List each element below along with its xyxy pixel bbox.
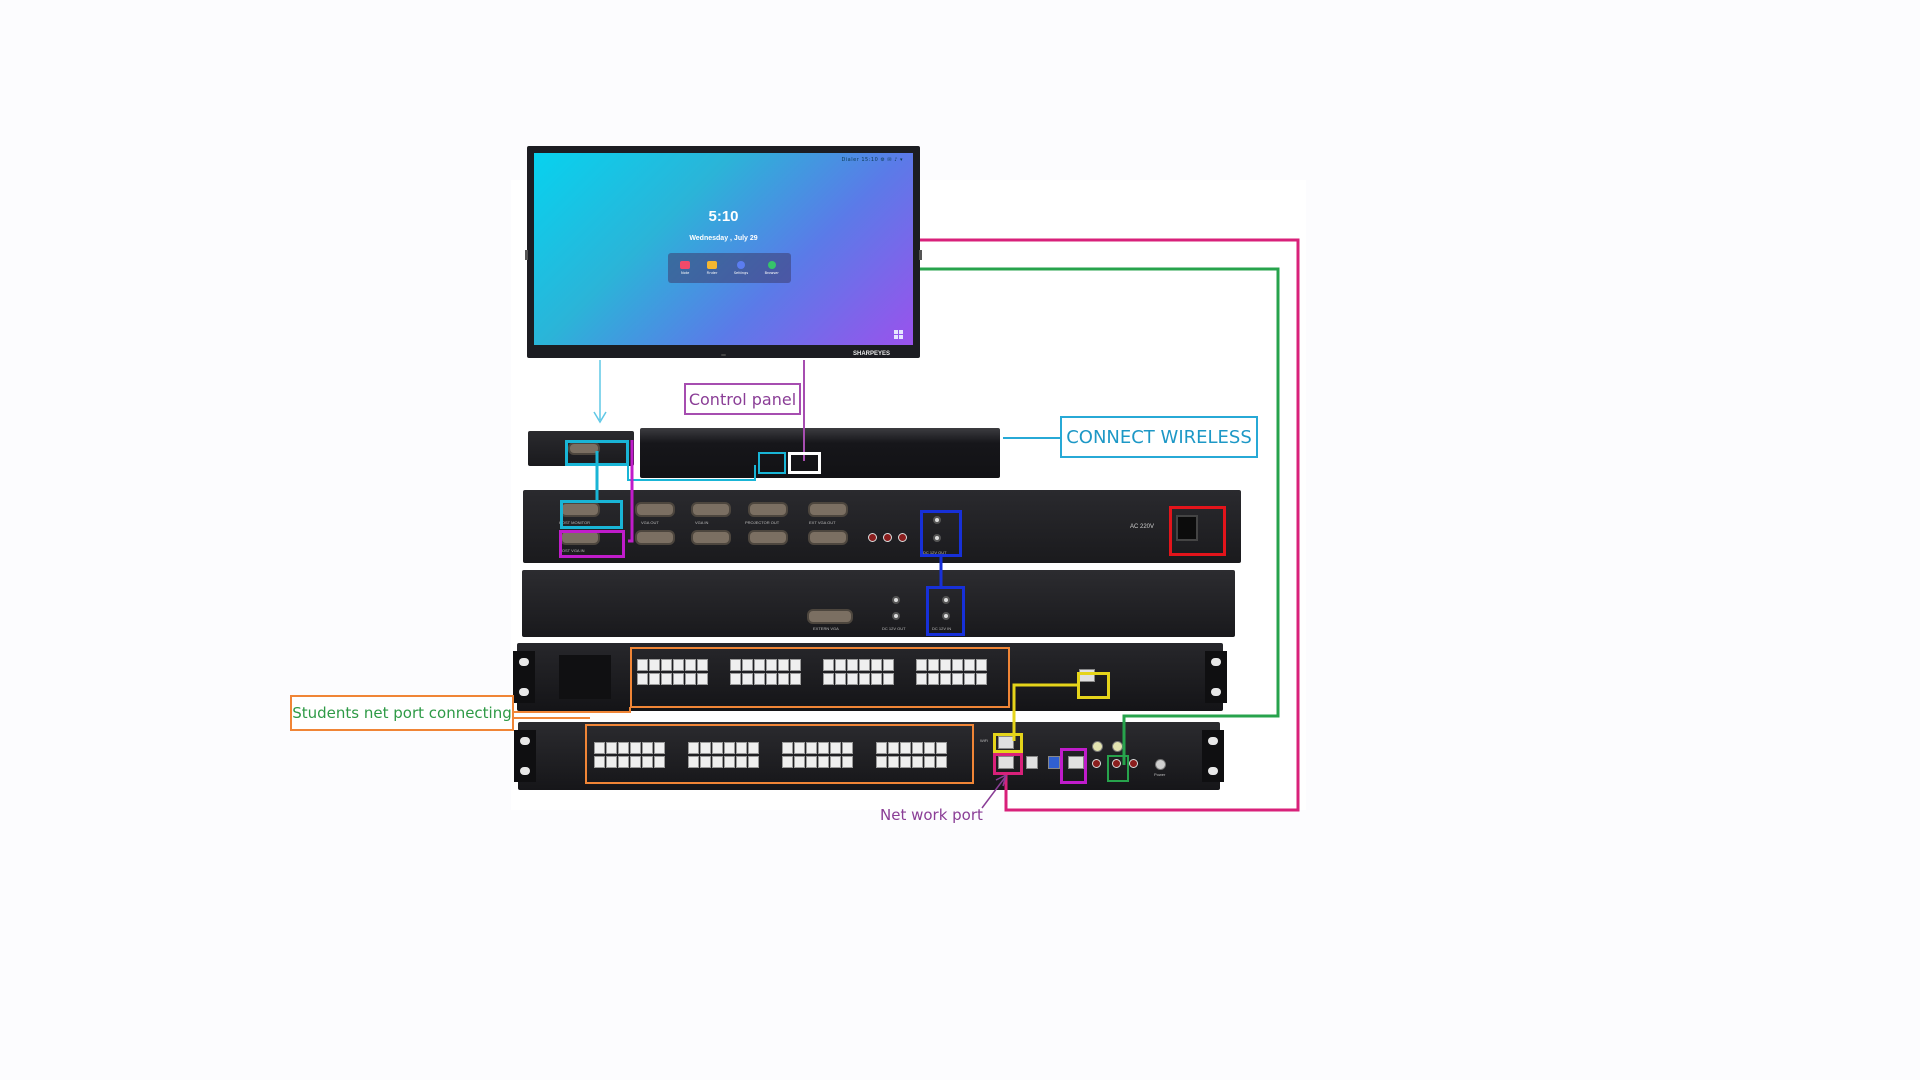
power-button — [1155, 759, 1166, 770]
browser-app-icon — [767, 261, 776, 269]
app-dock: Note Finder Settings Browser — [668, 253, 791, 283]
vga-in-port — [635, 530, 675, 545]
ethernet-port-group — [823, 659, 894, 685]
ethernet-port-group — [688, 742, 759, 768]
usb-port — [1026, 756, 1038, 769]
dock-app-label: Settings — [733, 271, 749, 275]
vga-port — [691, 530, 731, 545]
vga-port — [568, 442, 600, 455]
dock-app: Finder — [706, 261, 718, 275]
network-port-label: Net work port — [880, 806, 983, 824]
students-net-port-label: Students net port connecting — [290, 695, 514, 731]
port-label: HOST MONITOR — [559, 520, 590, 525]
top-switch-ports-highlight — [630, 647, 1010, 708]
ethernet-port-group — [594, 742, 665, 768]
ethernet-port-highlight — [1060, 748, 1087, 784]
ac-power-highlight — [1169, 506, 1226, 556]
audio-jack — [868, 533, 877, 542]
port-label: EXTERN VGA — [813, 626, 839, 631]
dc-port — [892, 596, 900, 604]
vga-port — [808, 530, 848, 545]
connect-wireless-label: CONNECT WIRELESS — [1060, 416, 1258, 458]
port-label: DC 12V OUT — [882, 626, 906, 631]
audio-knob — [1112, 741, 1123, 752]
projector-out-port — [748, 502, 788, 517]
interactive-display: Dialer 15:10 ⚙ ✉ ♪ ▾ 5:10 Wednesday , Ju… — [525, 146, 922, 358]
vga-splitter-highlight — [565, 440, 629, 466]
folder-app-icon — [707, 261, 717, 269]
audio-jack — [898, 533, 907, 542]
audio-jack — [1092, 759, 1101, 768]
rack-ear — [514, 730, 536, 782]
host-monitor-highlight — [560, 500, 623, 529]
ext-vga-out-port — [808, 502, 848, 517]
ac-label: AC 220V — [1130, 524, 1155, 530]
extern-vga-port — [807, 609, 853, 624]
display-power-indicator — [721, 354, 726, 356]
clock-date: Wednesday , July 29 — [689, 235, 758, 242]
teaching-host-back-panel: HOST MONITOR HOST VGA IN VGA OUT VGA IN … — [523, 490, 1241, 563]
port-label: Power — [1154, 772, 1166, 777]
ethernet-port-group — [730, 659, 801, 685]
dock-app-label: Finder — [706, 271, 718, 275]
rack-ear — [1205, 651, 1227, 703]
status-bar: Dialer 15:10 ⚙ ✉ ♪ ▾ — [841, 157, 903, 163]
audio-knob — [1092, 741, 1103, 752]
dock-app: Settings — [734, 261, 748, 275]
vga-port — [691, 502, 731, 517]
usb-port — [1048, 756, 1060, 769]
vent-panel — [559, 655, 611, 699]
port-label: VGA OUT — [641, 520, 659, 525]
audio-port-highlight — [1107, 755, 1129, 782]
settings-app-icon — [736, 261, 745, 269]
network-port-highlight — [993, 753, 1023, 775]
note-app-icon — [680, 261, 691, 269]
rack-ear — [513, 651, 535, 703]
control-panel-label: Control panel — [684, 383, 801, 415]
vga-splitter-box — [528, 431, 634, 466]
port-label: EXT VGA OUT — [809, 520, 836, 525]
uplink-port-highlight — [1077, 672, 1110, 699]
dock-app-label: Note — [681, 271, 690, 275]
display-brand: SHARPEYES — [852, 351, 890, 357]
dock-app: Note — [680, 261, 691, 275]
rack-ear — [1202, 730, 1224, 782]
wireless-module-highlight — [758, 452, 786, 474]
apps-grid-icon — [894, 330, 903, 339]
ethernet-port-group — [782, 742, 853, 768]
clock-time: 5:10 — [708, 208, 739, 225]
control-panel-port-highlight — [788, 452, 821, 474]
wifi-port-highlight — [993, 733, 1023, 753]
host-vga-in-highlight — [559, 530, 625, 558]
bottom-switch-ports-highlight — [585, 724, 974, 784]
display-side-button — [919, 250, 922, 260]
dock-app-label: Browser — [764, 271, 779, 275]
port-label: WiFi — [980, 738, 988, 743]
audio-jack — [1129, 759, 1138, 768]
dc-12v-out-highlight — [920, 510, 962, 557]
audio-jack — [883, 533, 892, 542]
dc-port — [892, 612, 900, 620]
dc-12v-in-highlight — [926, 586, 965, 636]
vga-port — [748, 530, 788, 545]
port-label: PROJECTOR OUT — [745, 520, 780, 525]
dock-app: Browser — [765, 261, 779, 275]
port-label: VGA IN — [695, 520, 709, 525]
extension-unit: EXTERN VGA DC 12V OUT DC 12V IN — [522, 570, 1235, 637]
ethernet-port-group — [637, 659, 708, 685]
port-label: HOST VGA IN — [559, 548, 585, 553]
display-side-button — [525, 250, 528, 260]
vga-out-port — [635, 502, 675, 517]
display-screen: Dialer 15:10 ⚙ ✉ ♪ ▾ 5:10 Wednesday , Ju… — [534, 153, 913, 345]
